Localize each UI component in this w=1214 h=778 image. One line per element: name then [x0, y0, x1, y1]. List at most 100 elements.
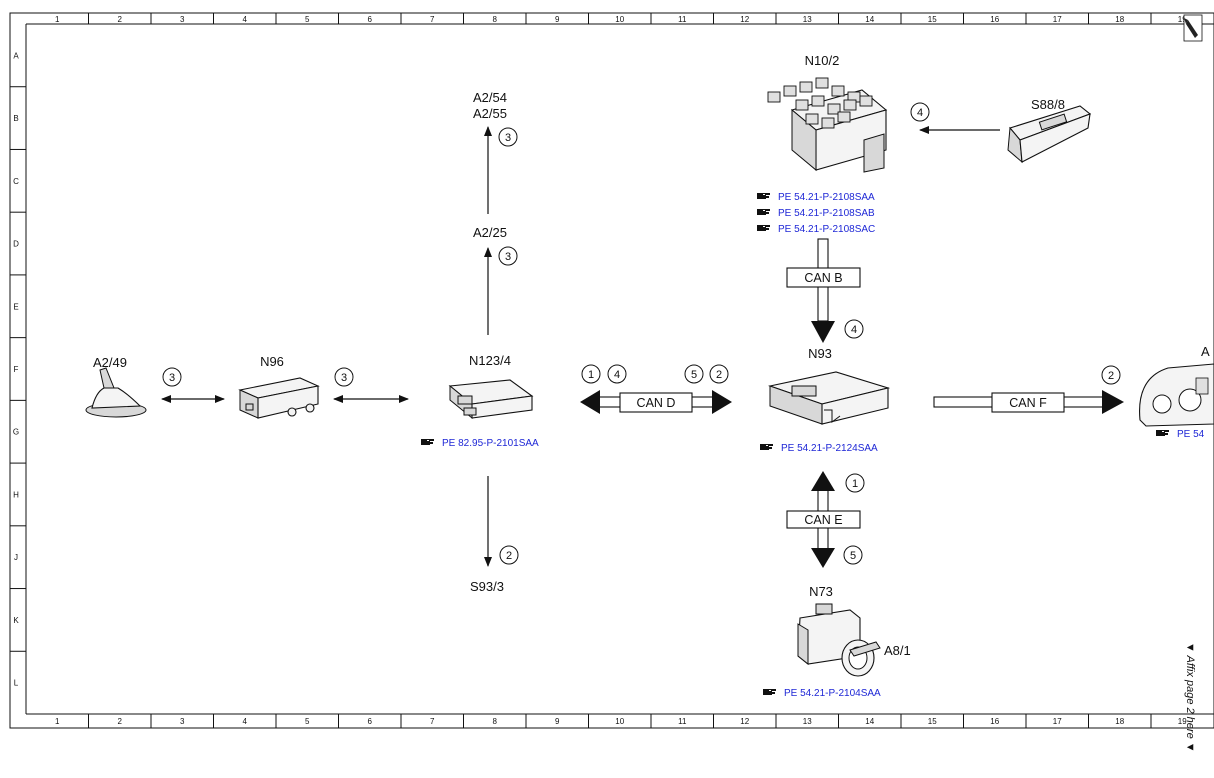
marker-number: 2 — [1108, 370, 1114, 382]
ref-n10-2-c[interactable]: PE 54.21-P-2108SAC — [757, 224, 875, 235]
column-number: 11 — [678, 717, 687, 726]
can-d-bus: CAN D — [580, 390, 732, 414]
column-number: 7 — [430, 15, 435, 24]
ref-n123-4-text: PE 82.95-P-2101SAA — [442, 438, 539, 449]
row-letter: H — [13, 490, 19, 499]
marker-can-d-right-a: 5 — [684, 364, 704, 384]
marker-a2-49-n96: 3 — [162, 367, 182, 387]
column-number: 18 — [1115, 15, 1124, 24]
row-letter: A — [13, 51, 19, 60]
can-b-label: CAN B — [804, 271, 842, 285]
can-f-bus: CAN F — [933, 390, 1124, 414]
frame — [9, 12, 1214, 729]
ref-n73-text: PE 54.21-P-2104SAA — [784, 688, 881, 699]
s88-8-switch-drawing — [1007, 105, 1092, 164]
can-b-bus: CAN B — [786, 238, 861, 343]
can-d-label: CAN D — [637, 396, 676, 410]
marker-can-d-left-b: 4 — [607, 364, 627, 384]
column-number: 13 — [803, 15, 812, 24]
column-number: 11 — [678, 15, 687, 24]
column-number: 19 — [1178, 717, 1187, 726]
ref-n10-2-c-text: PE 54.21-P-2108SAC — [778, 224, 875, 235]
ref-n10-2-b-text: PE 54.21-P-2108SAB — [778, 208, 875, 219]
ref-n123-4[interactable]: PE 82.95-P-2101SAA — [421, 438, 539, 449]
marker-n96-n123: 3 — [334, 367, 354, 387]
row-letter: G — [13, 428, 19, 437]
marker-can-f: 2 — [1101, 365, 1121, 385]
label-n96: N96 — [260, 354, 284, 369]
ref-cut[interactable]: PE 54 — [1156, 429, 1205, 440]
ref-n10-2-a[interactable]: PE 54.21-P-2108SAA — [757, 192, 875, 203]
label-a2-54: A2/54 — [473, 90, 507, 105]
column-number: 14 — [865, 15, 874, 24]
column-number: 12 — [740, 15, 749, 24]
column-number: 12 — [740, 717, 749, 726]
pointing-hand-icon — [760, 444, 773, 450]
column-number: 6 — [368, 15, 373, 24]
references: PE 54.21-P-2108SAA PE 54.21-P-2108SAB PE… — [421, 192, 1205, 699]
column-number: 17 — [1053, 15, 1062, 24]
column-number: 14 — [865, 717, 874, 726]
column-number: 16 — [990, 717, 999, 726]
connections — [161, 126, 1000, 567]
n93-module-drawing — [767, 371, 891, 425]
column-number: 18 — [1115, 717, 1124, 726]
marker-number: 3 — [505, 132, 511, 144]
marker-a2-25-a2-54: 3 — [498, 127, 518, 147]
marker-number: 5 — [691, 369, 697, 381]
column-number: 6 — [368, 717, 373, 726]
marker-number: 3 — [505, 251, 511, 263]
marker-number: 4 — [917, 107, 923, 119]
can-e-label: CAN E — [804, 513, 842, 527]
ref-cut-text: PE 54 — [1177, 429, 1205, 440]
column-number: 17 — [1053, 717, 1062, 726]
pointing-hand-icon — [421, 439, 434, 445]
column-number: 16 — [990, 15, 999, 24]
pointing-hand-icon — [757, 193, 770, 199]
marker-can-e-down: 5 — [843, 545, 863, 565]
column-number: 10 — [615, 15, 624, 24]
label-s93-3: S93/3 — [470, 579, 504, 594]
column-number: 5 — [305, 717, 310, 726]
marker-number: 3 — [341, 372, 347, 384]
row-letter: J — [14, 553, 18, 562]
label-a-cut: A — [1201, 344, 1210, 359]
marker-number: 5 — [850, 550, 856, 562]
column-number: 9 — [555, 717, 560, 726]
column-number: 3 — [180, 717, 185, 726]
row-letter: C — [13, 177, 19, 186]
label-n93: N93 — [808, 346, 832, 361]
pencil-icon — [1183, 14, 1203, 42]
marker-can-d-right-b: 2 — [709, 364, 729, 384]
column-number: 2 — [118, 717, 123, 726]
ref-n73[interactable]: PE 54.21-P-2104SAA — [763, 688, 881, 699]
ref-n10-2-b[interactable]: PE 54.21-P-2108SAB — [757, 208, 875, 219]
n123-4-module-drawing — [448, 379, 534, 420]
column-number: 9 — [555, 15, 560, 24]
column-number: 3 — [180, 15, 185, 24]
marker-can-b-down: 4 — [844, 319, 864, 339]
column-number: 4 — [243, 717, 248, 726]
label-a8-1: A8/1 — [884, 643, 911, 658]
n96-module-drawing — [238, 377, 320, 419]
row-letter: E — [13, 302, 18, 311]
n10-2-fuse-box-drawing — [767, 77, 888, 173]
row-letter: F — [14, 365, 19, 374]
marker-n123-s93: 2 — [499, 545, 519, 565]
marker-n123-a2-25: 3 — [498, 246, 518, 266]
row-letter: D — [13, 240, 19, 249]
component-labels: A2/49 N96 N123/4 A2/54 A2/55 A2/25 S93/3… — [93, 53, 1210, 658]
label-a2-49: A2/49 — [93, 355, 127, 370]
can-f-label: CAN F — [1009, 396, 1047, 410]
ref-n93[interactable]: PE 54.21-P-2124SAA — [760, 443, 878, 454]
marker-number: 2 — [716, 369, 722, 381]
column-number: 10 — [615, 717, 624, 726]
label-n73: N73 — [809, 584, 833, 599]
label-s88-8: S88/8 — [1031, 97, 1065, 112]
column-number: 15 — [928, 717, 937, 726]
column-number: 1 — [55, 717, 60, 726]
label-n10-2: N10/2 — [805, 53, 840, 68]
